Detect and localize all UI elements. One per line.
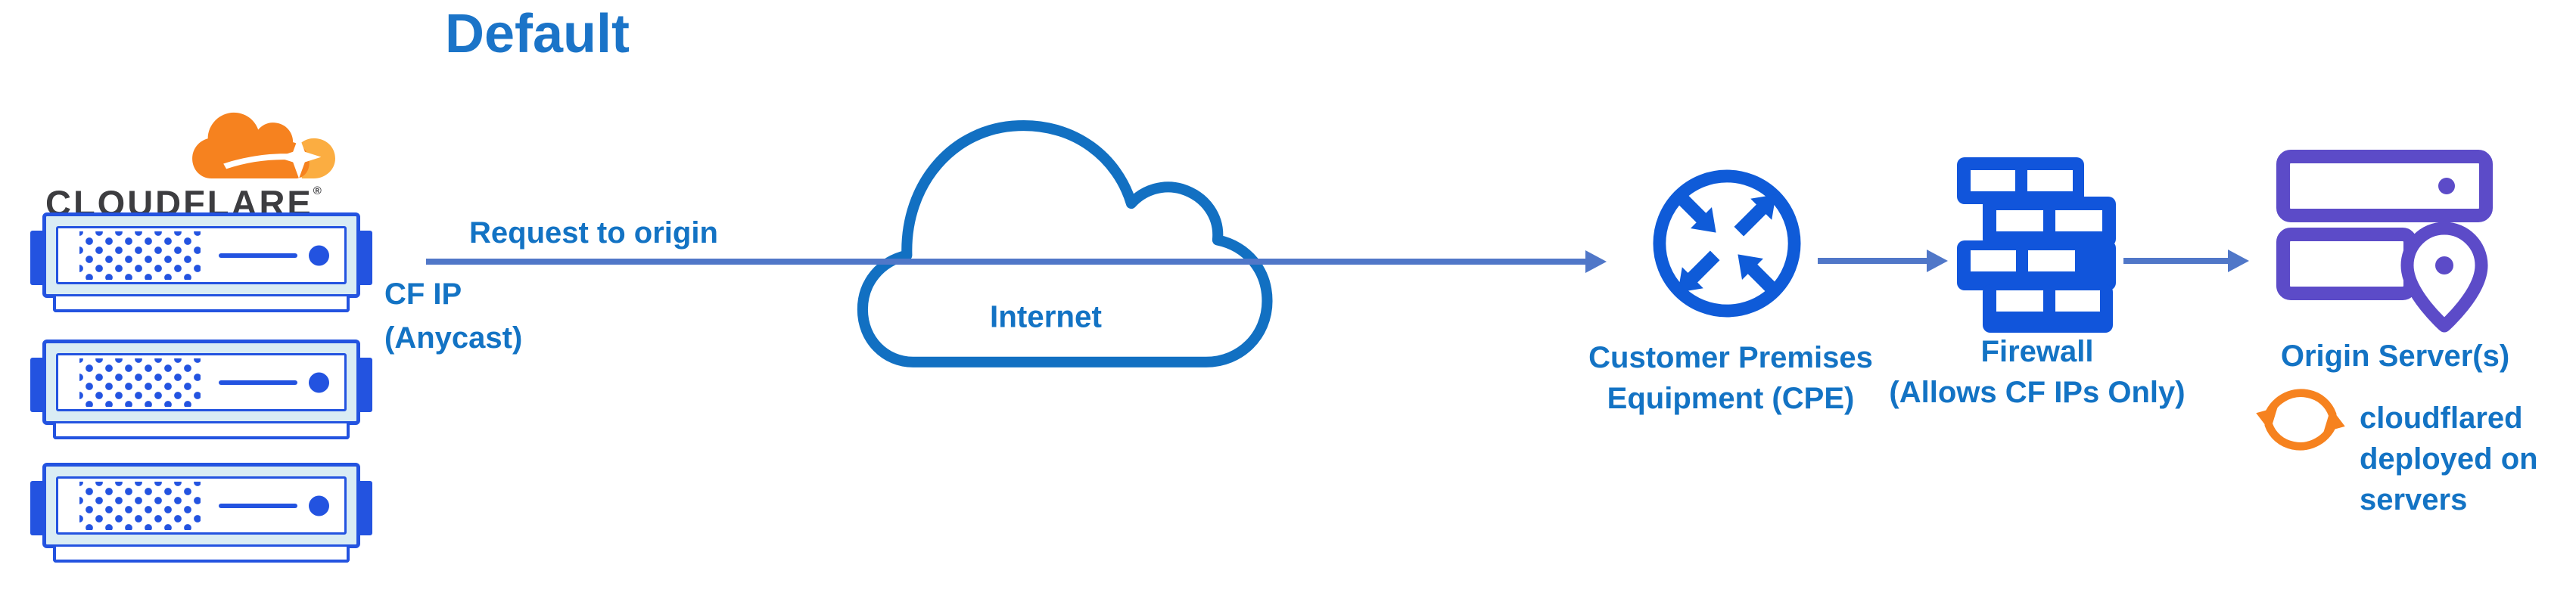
cloudflare-cloud-swoosh: [223, 154, 295, 169]
server-slot-line: [219, 253, 297, 258]
cloudflare-cloud-spark: [276, 135, 322, 179]
origin-server-led: [2438, 178, 2455, 194]
arrow-cpe-to-firewall: [1818, 250, 1948, 272]
server-faceplate: [56, 226, 347, 284]
origin-server-bar-2: [2276, 228, 2417, 300]
brick-row: [1983, 197, 2116, 247]
server-chassis: [42, 212, 360, 298]
arrow-head: [2228, 250, 2249, 272]
server-chassis: [42, 463, 360, 548]
server-slot-line: [219, 503, 297, 508]
server-faceplate: [56, 353, 347, 411]
arrow-head: [1585, 250, 1607, 273]
internet-label: Internet: [990, 299, 1102, 333]
request-to-origin-label: Request to origin: [469, 216, 718, 250]
server-chassis: [42, 340, 360, 425]
location-pin-dot: [2435, 256, 2453, 274]
internet-cloud-icon: Internet: [857, 120, 1273, 367]
cpe-label: Customer Premises Equipment (CPE): [1588, 341, 1873, 415]
arrow-shaft: [426, 259, 1585, 265]
edge-server-2: [30, 340, 372, 441]
arrow-shaft: [1818, 258, 1927, 264]
origin-server-bar-1: [2276, 150, 2493, 222]
server-power-dot: [309, 245, 329, 265]
sync-arrows-icon: [2256, 389, 2345, 451]
server-power-dot: [309, 372, 329, 392]
server-slot-line: [219, 380, 297, 385]
server-base: [53, 296, 350, 312]
internet-cloud-outline: [857, 120, 1273, 367]
registered-mark: ®: [313, 185, 322, 197]
brick-wall-icon: [1957, 157, 2116, 333]
server-location-icon: [2276, 150, 2493, 333]
server-power-dot: [309, 495, 329, 516]
sync-arrowhead-right: [2323, 408, 2345, 433]
origin-servers-label: Origin Server(s): [2280, 340, 2510, 373]
sync-arrowhead-left: [2256, 407, 2278, 432]
server-vent-dots: [79, 481, 201, 530]
server-base: [53, 423, 350, 439]
server-faceplate: [56, 476, 347, 535]
cf-ip-anycast-label: CF IP (Anycast): [384, 278, 523, 355]
edge-server-1: [30, 212, 372, 314]
server-vent-dots: [79, 358, 201, 407]
cloudflared-note: cloudflared deployed on servers: [2360, 402, 2538, 516]
sync-arc-top: [2263, 389, 2337, 423]
brick-row: [1957, 157, 2084, 204]
arrow-shaft: [2123, 258, 2228, 264]
server-base: [53, 547, 350, 563]
cloudflare-cloud-icon: [192, 112, 335, 179]
page-title: Default: [445, 4, 630, 64]
server-vent-dots: [79, 231, 201, 280]
edge-server-3: [30, 463, 372, 564]
router-arrows-icon: [1653, 169, 1801, 318]
sync-arc-bottom: [2264, 417, 2338, 451]
arrow-firewall-to-origin: [2123, 250, 2249, 272]
firewall-label: Firewall (Allows CF IPs Only): [1889, 335, 2186, 409]
arrow-head: [1927, 250, 1948, 272]
cloudflare-cloud-main: [192, 112, 310, 179]
location-pin-icon: [2400, 222, 2488, 333]
arrow-cf-to-cpe: [426, 250, 1607, 273]
